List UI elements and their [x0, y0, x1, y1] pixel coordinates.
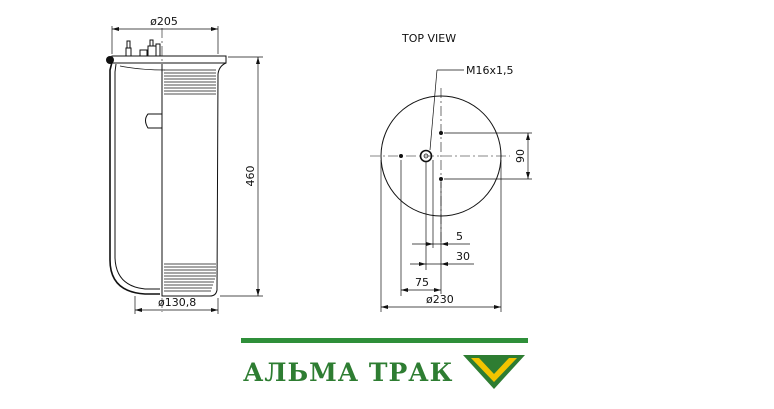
dim-plate-diameter: ø230	[426, 293, 454, 306]
dim-bolt-spacing: 90	[514, 149, 527, 163]
brand-name: АЛЬМА ТРАК	[243, 358, 454, 387]
piston-body	[161, 62, 227, 297]
top-view-label: TOP VIEW	[401, 32, 456, 45]
side-port	[145, 113, 162, 129]
bellow-inner	[114, 63, 160, 290]
dim-offset-75: 75	[415, 276, 429, 289]
dim-top-diameter: ø205	[150, 15, 178, 28]
dim-bottom-diameter: ø130,8	[158, 296, 196, 309]
side-view: ø205 460 ø130,8	[106, 15, 263, 314]
plate-crimp	[106, 56, 114, 64]
top-plate	[111, 55, 227, 64]
bellow-outer	[109, 61, 160, 295]
piston-upper-ribs	[164, 69, 216, 95]
hole-left	[399, 154, 403, 158]
air-fitting	[419, 149, 433, 163]
dim-offset-5: 5	[456, 230, 463, 243]
mounting-studs	[125, 39, 161, 57]
dim-thread: M16x1,5	[466, 64, 514, 77]
stud-lower	[439, 177, 443, 181]
brand-divider	[241, 338, 528, 343]
stud-upper	[439, 131, 443, 135]
brand-logo-icon	[463, 355, 525, 389]
top-view: TOP VIEW M16x1,5 90 5	[370, 32, 532, 312]
piston-lower-ribs	[164, 263, 216, 292]
dim-offset-30: 30	[456, 250, 470, 263]
dim-height: 460	[244, 166, 257, 187]
